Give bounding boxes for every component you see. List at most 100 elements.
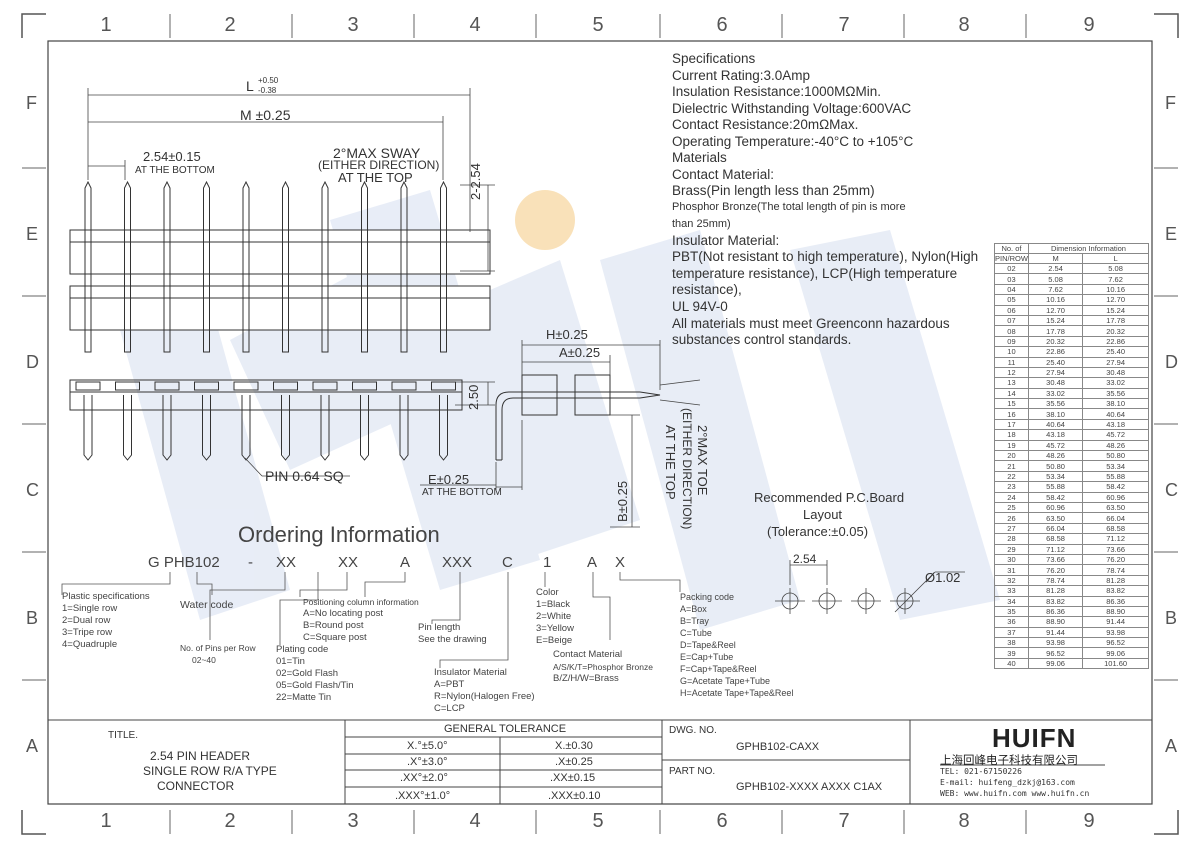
table-cell-m: 40.64 <box>1027 418 1084 431</box>
grid-row-b-right: B <box>1165 608 1178 628</box>
grid-col-4-bottom: 4 <box>469 810 481 832</box>
grid-col-3: 3 <box>347 14 359 36</box>
table-cell-l: 58.42 <box>1082 481 1149 493</box>
code-prefix: G PHB102 <box>148 554 220 571</box>
spec-ul: UL 94V-0 <box>672 299 728 314</box>
table-cell-pins: 23 <box>994 481 1029 493</box>
table-header-pins-1: No. of <box>994 243 1029 254</box>
table-cell-pins: 16 <box>994 408 1029 420</box>
pin-cavity <box>391 381 417 391</box>
grid-row-c-right: C <box>1165 480 1178 500</box>
table-cell-l: 101.60 <box>1082 657 1149 670</box>
table-cell-pins: 17 <box>994 418 1029 431</box>
table-cell-l: 12.70 <box>1082 294 1149 306</box>
table-cell-l: 10.16 <box>1082 283 1149 296</box>
table-cell-pins: 15 <box>994 398 1029 410</box>
table-cell-pins: 04 <box>994 283 1029 296</box>
grid-col-5-bottom: 5 <box>592 810 604 832</box>
grid-col-4: 4 <box>469 14 481 36</box>
table-cell-l: 33.02 <box>1082 377 1149 389</box>
table-cell-l: 15.24 <box>1082 304 1149 316</box>
table-cell-l: 88.90 <box>1082 605 1149 618</box>
table-cell-l: 81.28 <box>1082 574 1149 587</box>
table-cell-pins: 28 <box>994 533 1029 545</box>
header-pin-side <box>281 395 290 461</box>
table-cell-pins: 26 <box>994 512 1029 524</box>
title-line-3: CONNECTOR <box>157 779 235 793</box>
table-cell-m: 96.52 <box>1027 647 1084 659</box>
header-pin <box>321 180 329 353</box>
table-cell-m: 22.86 <box>1027 346 1084 358</box>
height-254-label: 2-2.54 <box>468 163 483 200</box>
table-header-pins-2: PIN/ROW <box>994 253 1029 264</box>
spec-greenconn-2: substances control standards. <box>672 332 852 347</box>
table-cell-l: 20.32 <box>1082 325 1149 337</box>
table-cell-pins: 34 <box>994 595 1029 607</box>
grid-col-2-bottom: 2 <box>224 810 236 832</box>
grid-col-7-bottom: 7 <box>838 810 850 832</box>
table-cell-m: 2.54 <box>1027 262 1084 275</box>
tol-linear-2: .XX±0.15 <box>550 772 596 784</box>
tol-linear-3: .XXX±0.10 <box>548 790 601 802</box>
pin-cavity <box>312 381 338 391</box>
table-cell-l: 66.04 <box>1082 512 1149 524</box>
grid-col-3-bottom: 3 <box>347 810 359 832</box>
a-label: A±0.25 <box>559 345 601 360</box>
table-cell-m: 91.44 <box>1027 626 1084 639</box>
table-cell-pins: 06 <box>994 304 1029 316</box>
spec-current: Current Rating:3.0Amp <box>672 68 811 83</box>
table-cell-m: 86.36 <box>1027 605 1084 618</box>
tolerance-header: GENERAL TOLERANCE <box>444 723 567 735</box>
table-cell-l: 53.34 <box>1082 460 1149 472</box>
table-cell-pins: 29 <box>994 543 1029 555</box>
table-cell-l: 45.72 <box>1082 429 1149 441</box>
company-tel: TEL: 021-67150226 <box>940 767 1022 776</box>
table-cell-pins: 32 <box>994 574 1029 587</box>
title-line-1: 2.54 PIN HEADER <box>150 749 251 763</box>
table-cell-m: 48.26 <box>1027 450 1084 462</box>
grid-col-1-bottom: 1 <box>100 810 112 832</box>
pcb-hole-diameter: Ø1.02 <box>925 570 961 585</box>
spec-contact-res: Contact Resistance:20mΩMax. <box>672 117 859 132</box>
spec-dielectric: Dielectric Withstanding Voltage:600VAC <box>672 101 912 116</box>
code-rows: XX <box>276 554 297 571</box>
title-line-2: SINGLE ROW R/A TYPE <box>143 764 277 778</box>
pitch-label: 2.54±0.15 <box>143 149 201 164</box>
table-cell-pins: 39 <box>994 647 1029 659</box>
table-cell-pins: 37 <box>994 626 1029 639</box>
header-pin-side <box>202 395 211 461</box>
e-label: E±0.25 <box>428 472 470 487</box>
table-cell-l: 35.56 <box>1082 387 1149 400</box>
table-cell-pins: 25 <box>994 501 1029 514</box>
header-pin-side <box>241 395 251 461</box>
title-label: TITLE. <box>108 730 139 741</box>
dwg-number: GPHB102-CAXX <box>736 741 820 753</box>
grid-row-d: D <box>26 352 39 372</box>
table-cell-m: 30.48 <box>1027 377 1084 389</box>
spec-pbt-3: resistance), <box>672 282 742 297</box>
company-logo: HUIFN <box>992 723 1077 753</box>
table-cell-m: 20.32 <box>1027 335 1084 348</box>
spec-phosphor-1: Phosphor Bronze(The total length of pin … <box>672 201 906 213</box>
table-cell-pins: 21 <box>994 460 1029 472</box>
header-pin <box>163 180 171 353</box>
table-cell-m: 10.16 <box>1027 294 1084 306</box>
code-packing: X <box>615 554 626 571</box>
pitch-note: AT THE BOTTOM <box>135 165 215 176</box>
table-cell-l: 25.40 <box>1082 346 1149 358</box>
table-cell-m: 7.62 <box>1027 283 1084 296</box>
